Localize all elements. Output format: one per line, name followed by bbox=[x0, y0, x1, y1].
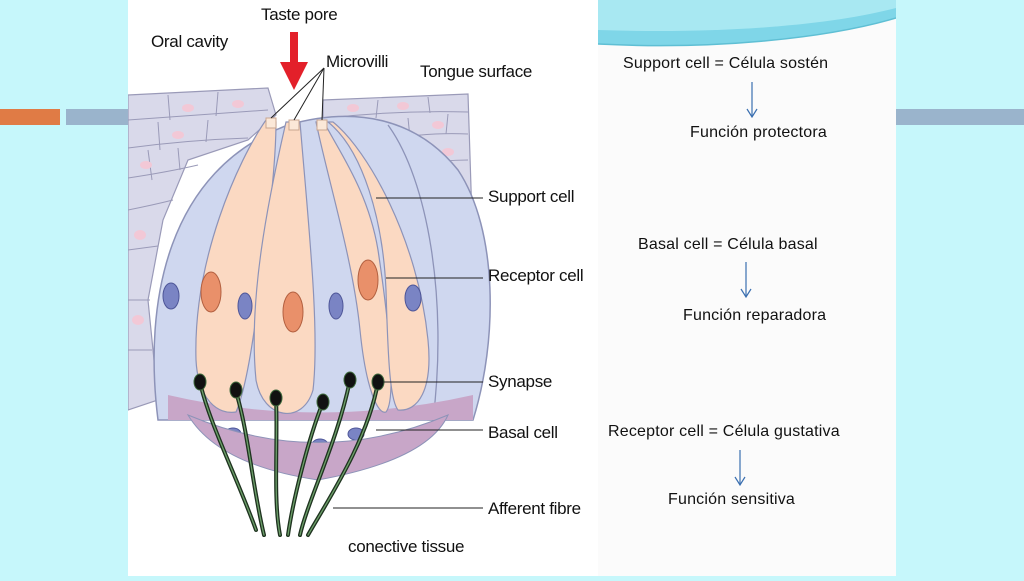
oral-cavity-label: Oral cavity bbox=[151, 32, 228, 51]
microvilli-pointers bbox=[270, 67, 325, 121]
afferent-fibres-highlight bbox=[199, 379, 379, 536]
taste-bud-diagram: Taste pore Oral cavity Microvilli Tongue… bbox=[127, 0, 598, 576]
basal-cell-layer bbox=[186, 413, 449, 481]
receptor-nuclei bbox=[200, 259, 379, 333]
accent-bar-blue-right bbox=[896, 109, 1024, 125]
accent-bar-orange bbox=[0, 109, 60, 125]
arrow-down-icon bbox=[746, 82, 758, 118]
microvilli-label: Microvilli bbox=[326, 52, 389, 71]
support-cell-label: Support cell bbox=[488, 187, 575, 206]
afferent-fibre-label: Afferent fibre bbox=[488, 499, 581, 518]
note-term-receptor: Receptor cell = Célula gustativa bbox=[608, 423, 840, 440]
conective-tissue-label: conective tissue bbox=[348, 537, 465, 556]
taste-pore-label: Taste pore bbox=[261, 5, 338, 24]
synapse-label: Synapse bbox=[488, 372, 553, 391]
support-nuclei bbox=[162, 282, 422, 320]
synapses bbox=[193, 371, 385, 411]
tongue-epithelium-left bbox=[127, 87, 277, 411]
basal-cell-label: Basal cell bbox=[488, 423, 558, 442]
label-leaders bbox=[333, 197, 483, 509]
note-term-basal: Basal cell = Célula basal bbox=[638, 236, 818, 253]
taste-pore-arrow bbox=[280, 32, 308, 90]
microvilli bbox=[265, 117, 328, 131]
note-term-support: Support cell = Célula sostén bbox=[623, 55, 829, 72]
note-function-receptor: Función sensitiva bbox=[668, 491, 796, 508]
receptor-cells bbox=[195, 119, 430, 414]
arrow-down-icon bbox=[740, 262, 752, 298]
decorative-wave bbox=[598, 0, 896, 47]
translations-panel: Support cell = Célula sostén Función pro… bbox=[598, 0, 896, 576]
arrow-down-icon bbox=[734, 450, 746, 486]
receptor-cell-label: Receptor cell bbox=[488, 266, 584, 285]
accent-bar-blue-left bbox=[66, 109, 130, 125]
note-function-basal: Función reparadora bbox=[683, 307, 827, 324]
tongue-surface-label: Tongue surface bbox=[420, 62, 533, 81]
note-function-support: Función protectora bbox=[690, 124, 828, 141]
taste-bud-illustration bbox=[127, 32, 491, 537]
